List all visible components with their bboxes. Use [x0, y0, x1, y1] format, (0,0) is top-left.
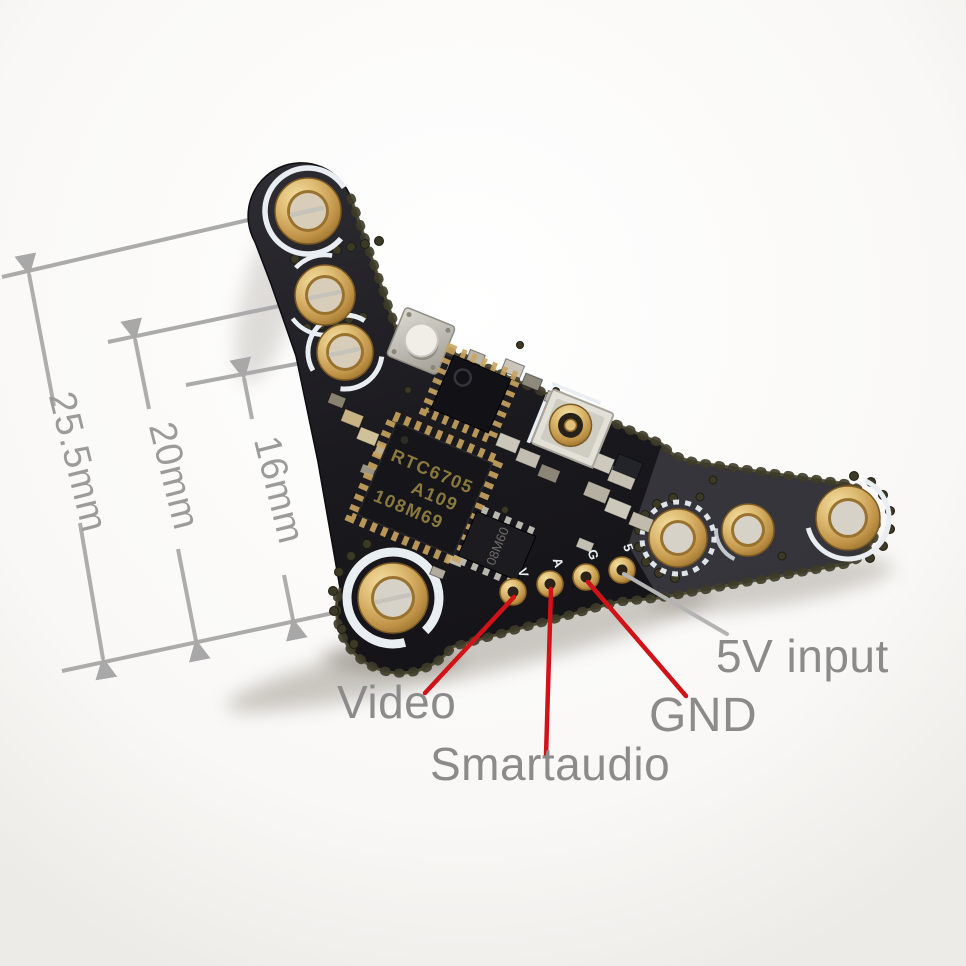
- pcb-board: RTC6705 A109 108M69 08M60: [247, 162, 895, 678]
- castellated-edge: [331, 193, 881, 678]
- dim-16mm-line-top: [229, 356, 254, 420]
- dim-20mm-line-bottom: [176, 548, 211, 663]
- main-chip-rtc6705: RTC6705 A109 108M69: [344, 409, 506, 569]
- dim-25.5mm-line-top: [14, 252, 56, 407]
- leader-5v-input: [622, 572, 729, 636]
- ufl-antenna-connector: [530, 388, 615, 468]
- callout-label-video: Video: [337, 676, 456, 728]
- leader-smartaudio: [543, 586, 554, 759]
- smd-passives: [326, 348, 655, 580]
- dimension-lines: [14, 252, 308, 681]
- callout-leader-lines: [422, 572, 729, 759]
- dim-25.5mm-line-bottom: [78, 522, 118, 681]
- pad-letter-5: 5: [620, 542, 637, 554]
- dim-20mm-line-top: [120, 317, 151, 410]
- mounting-hole-right-a: [648, 508, 708, 568]
- callout-label-gnd: GND: [649, 689, 757, 742]
- callout-label-smartaudio: Smartaudio: [430, 738, 670, 790]
- pad-gnd: [572, 563, 600, 591]
- leader-video: [422, 594, 517, 696]
- tactile-button: [386, 307, 456, 375]
- dim-16mm-line-bottom: [282, 574, 308, 642]
- leader-gnd: [585, 579, 689, 699]
- pad-letter-g: G: [585, 547, 602, 561]
- pad-video: [499, 578, 527, 606]
- mounting-holes: [274, 177, 881, 634]
- hole-line-glints: [289, 205, 412, 605]
- mounting-hole-right-b: [721, 503, 775, 557]
- soic-chip: [457, 506, 537, 586]
- callout-label-5v-input: 5V input: [716, 630, 889, 682]
- pad-smartaudio: [536, 570, 564, 598]
- mounting-hole-right-c: [815, 485, 881, 551]
- secondary-ic: [418, 342, 524, 446]
